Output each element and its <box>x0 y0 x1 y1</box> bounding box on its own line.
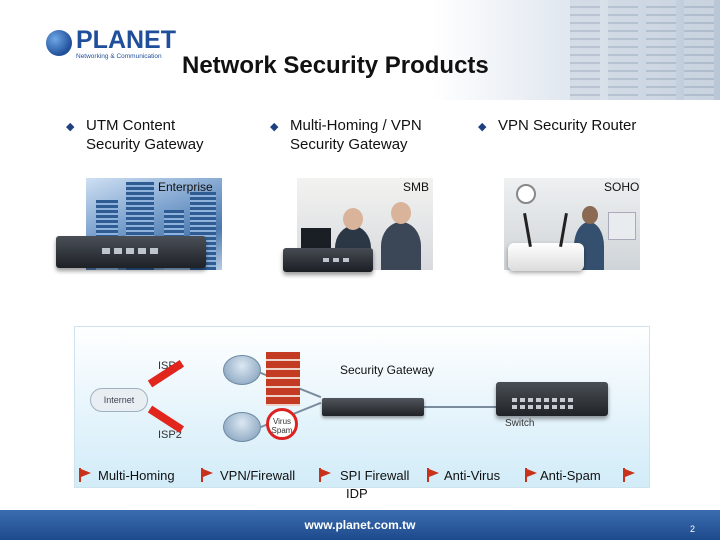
flag-bullet-icon <box>200 468 214 482</box>
category-vpn-router-line1: VPN Security Router <box>498 117 637 134</box>
flag-bullet-icon <box>318 468 332 482</box>
logo-subtitle: Networking & Communication <box>76 53 162 60</box>
category-utm-line2: Security Gateway <box>86 136 204 153</box>
vpn-router-device-image <box>508 212 584 271</box>
feature-idp: IDP <box>346 486 368 501</box>
switch-device-image <box>496 382 608 416</box>
header-background <box>0 0 720 100</box>
diamond-bullet-icon: ◆ <box>478 121 487 133</box>
enterprise-label: Enterprise <box>158 180 213 194</box>
flag-bullet-icon <box>622 468 636 482</box>
isp2-router-icon <box>223 412 261 442</box>
internet-cloud-icon: Internet <box>90 388 148 412</box>
footer-url: www.planet.com.tw <box>304 518 416 532</box>
page-number: 2 <box>690 524 696 534</box>
category-utm-line1: UTM Content <box>86 117 176 134</box>
server-rack-image <box>560 0 720 100</box>
firewall-icon <box>266 352 300 406</box>
flag-bullet-icon <box>78 468 92 482</box>
isp1-router-icon <box>223 355 261 385</box>
internet-label: Internet <box>103 395 135 405</box>
category-multihoming-line1: Multi-Homing / VPN <box>290 117 422 134</box>
smb-label: SMB <box>403 180 430 194</box>
footer-bar <box>0 510 720 540</box>
feature-multihoming: Multi-Homing <box>98 468 175 483</box>
feature-vpn-firewall: VPN/Firewall <box>220 468 296 483</box>
utm-gateway-device-image <box>56 236 206 268</box>
diamond-bullet-icon: ◆ <box>270 121 279 133</box>
feature-spi-firewall: SPI Firewall <box>340 468 410 483</box>
switch-label: Switch <box>505 418 535 429</box>
flag-bullet-icon <box>524 468 538 482</box>
category-multihoming-line2: Security Gateway <box>290 136 408 153</box>
soho-label: SOHO <box>604 180 640 194</box>
security-gateway-label: Security Gateway <box>340 363 435 377</box>
logo-brand-text: PLANET <box>76 26 176 54</box>
planet-logo: PLANET Networking & Communication <box>46 26 176 64</box>
diamond-bullet-icon: ◆ <box>66 121 75 133</box>
globe-icon <box>46 30 72 56</box>
flag-bullet-icon <box>426 468 440 482</box>
feature-anti-spam: Anti-Spam <box>540 468 601 483</box>
feature-list: Multi-Homing VPN/Firewall SPI Firewall I… <box>74 462 648 501</box>
multihoming-gateway-device-image <box>283 248 373 272</box>
security-gateway-device-image <box>322 398 424 416</box>
virus-spam-block-icon: Virus Spam <box>266 408 298 440</box>
page-title: Network Security Products <box>182 52 489 79</box>
feature-anti-virus: Anti-Virus <box>444 468 501 483</box>
isp2-label: ISP2 <box>158 429 182 441</box>
virus-spam-label: Virus Spam <box>271 417 293 435</box>
